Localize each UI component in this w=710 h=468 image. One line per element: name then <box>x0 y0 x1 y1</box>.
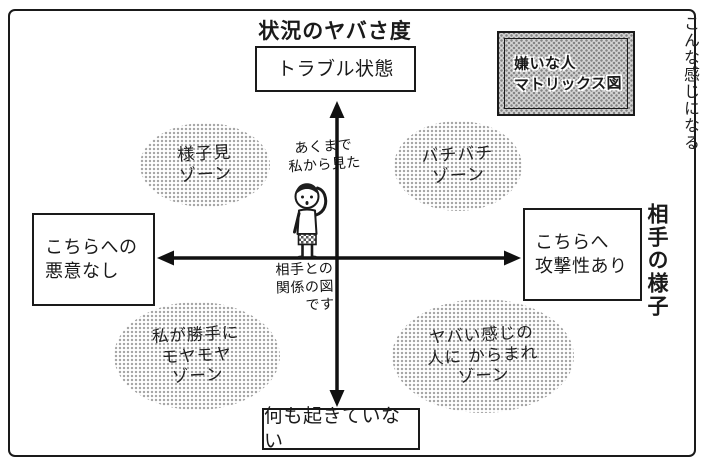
axis-bottom-label: 何も起きていない <box>264 405 401 452</box>
side-caption: こんな感じになる <box>681 15 700 151</box>
page-title: 状況のヤバさ度 <box>258 19 412 43</box>
axis-left-box: こちらへの 悪意なし <box>32 213 155 306</box>
axis-left-label-line2: 悪意なし <box>45 260 119 282</box>
axis-top-box: トラブル状態 <box>255 46 416 92</box>
zone-watching: 様子見 ゾーン <box>140 123 270 207</box>
center-note-top: あくまで 私から見た <box>275 135 373 178</box>
legend-line2: マトリックス図 <box>513 73 623 94</box>
legend-line1: 嫌いな人 <box>513 54 577 74</box>
axis-right-box: こちらへ 攻撃性あり <box>523 208 642 301</box>
axis-right-label-line2: 攻撃性あり <box>535 255 628 277</box>
zone-entangled: ヤバい感じの 人に からまれ ゾーン <box>392 299 574 413</box>
zone-self-moyamoya: 私が勝手に モヤモヤ ゾーン <box>114 302 280 410</box>
center-note-bottom: 相手との 関係の図 です <box>255 260 335 317</box>
legend-box-inner: 嫌いな人 マトリックス図 <box>504 38 628 109</box>
axis-bottom-box: 何も起きていない <box>262 405 420 452</box>
center-note-bottom-line3: です <box>305 297 335 315</box>
axis-top-label: トラブル状態 <box>276 57 394 80</box>
axis-left-label-line1: こちらへの <box>45 237 138 259</box>
zone-sparks: バチバチ ゾーン <box>394 121 522 211</box>
person-scratching-head-icon <box>293 183 328 259</box>
legend-box: 嫌いな人 マトリックス図 <box>497 31 635 116</box>
axis-right-label-line1: こちらへ <box>535 232 609 254</box>
x-axis-title: 相手の様子 <box>645 203 669 318</box>
